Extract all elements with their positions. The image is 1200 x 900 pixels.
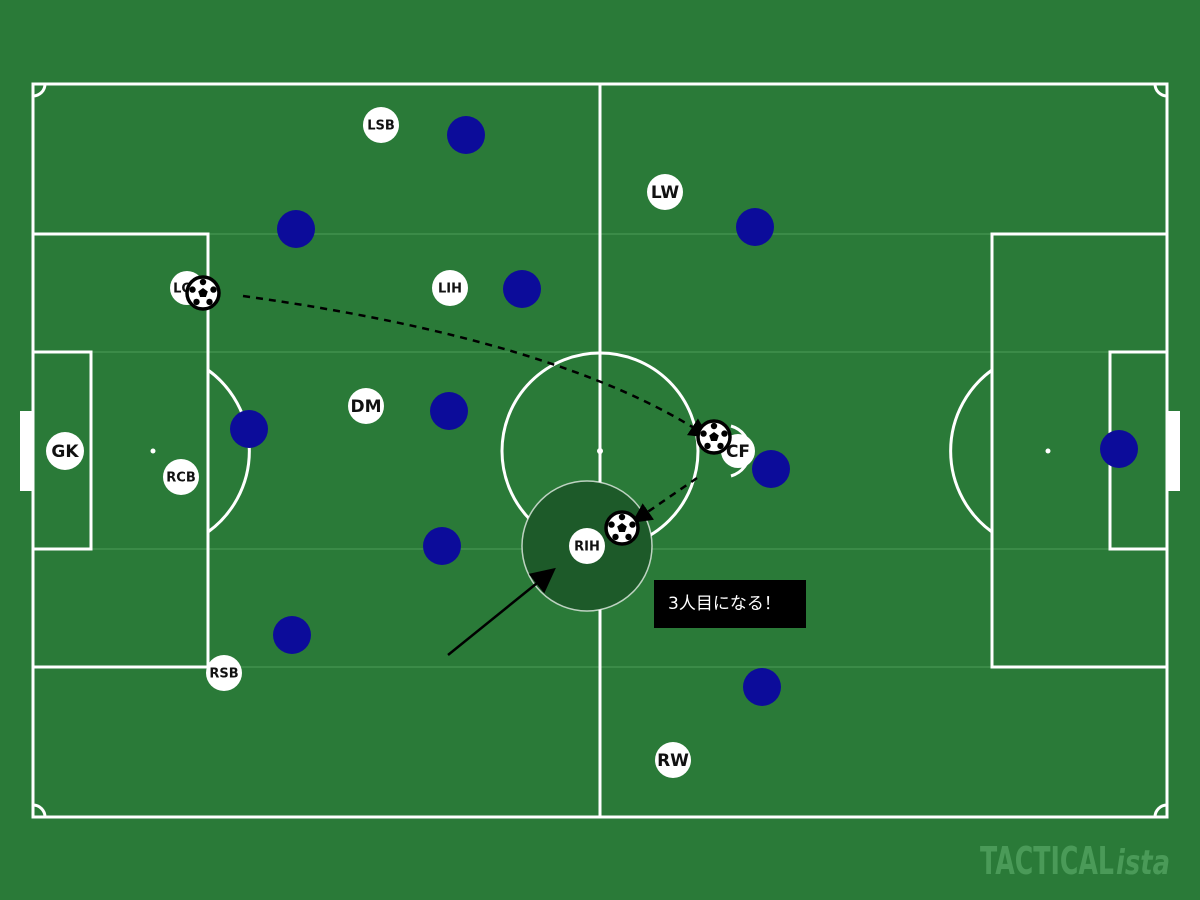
- left-goal: [20, 411, 33, 491]
- callout-box: 3人目になる！: [654, 580, 806, 628]
- player-marker: [363, 107, 399, 143]
- balls: [185, 275, 732, 546]
- player-marker: [46, 432, 84, 470]
- pitch-markings: [31, 82, 1169, 819]
- player-marker: [432, 270, 468, 306]
- right-penalty-arc: [949, 368, 993, 534]
- player-label: LW: [651, 183, 680, 203]
- away-team: [230, 116, 1138, 706]
- player-rsb: RSB: [206, 655, 242, 691]
- player-lw: LW: [647, 174, 683, 210]
- run-arrow-rih: [447, 567, 556, 656]
- player-dm: DM: [348, 388, 384, 424]
- center-spot: [597, 448, 603, 454]
- player-label: RIH: [574, 540, 600, 555]
- opponent-player: [273, 616, 311, 654]
- player-gk: GK: [46, 432, 84, 470]
- player-marker: [647, 174, 683, 210]
- opponent-player: [423, 527, 461, 565]
- player-label: LSB: [367, 119, 395, 134]
- callout-text: 3人目になる！: [668, 594, 781, 614]
- player-rcb: RCB: [163, 459, 199, 495]
- pass-lcb-to-cf: [242, 294, 710, 438]
- opponent-player: [736, 208, 774, 246]
- soccer-ball-icon: [604, 510, 640, 546]
- player-marker: [163, 459, 199, 495]
- player-marker: [348, 388, 384, 424]
- soccer-ball-icon: [696, 419, 732, 455]
- player-marker: [206, 655, 242, 691]
- opponent-player: [503, 270, 541, 308]
- watermark-suffix: ista: [1116, 843, 1170, 883]
- player-label: DM: [350, 397, 381, 417]
- player-label: RCB: [166, 471, 195, 486]
- player-marker: [569, 528, 605, 564]
- player-label: LIH: [438, 282, 462, 297]
- watermark-main: TACTICAL: [980, 839, 1114, 883]
- opponent-player: [743, 668, 781, 706]
- left-penalty-spot: [150, 448, 156, 454]
- player-rih: RIH: [569, 528, 605, 564]
- opponent-player: [277, 210, 315, 248]
- right-goal: [1167, 411, 1180, 491]
- watermark: TACTICAL ista: [980, 839, 1170, 883]
- player-marker: [655, 742, 691, 778]
- player-lih: LIH: [432, 270, 468, 306]
- player-label: GK: [51, 442, 79, 462]
- opponent-player: [230, 410, 268, 448]
- left-penalty-arc: [207, 368, 251, 534]
- player-rw: RW: [655, 742, 691, 778]
- opponent-player: [1100, 430, 1138, 468]
- player-label: RSB: [209, 667, 238, 682]
- right-penalty-spot: [1045, 448, 1051, 454]
- player-label: CF: [726, 442, 750, 462]
- opponent-player: [752, 450, 790, 488]
- player-lsb: LSB: [363, 107, 399, 143]
- soccer-ball-icon: [185, 275, 221, 311]
- opponent-player: [447, 116, 485, 154]
- opponent-player: [430, 392, 468, 430]
- player-label: RW: [657, 751, 689, 771]
